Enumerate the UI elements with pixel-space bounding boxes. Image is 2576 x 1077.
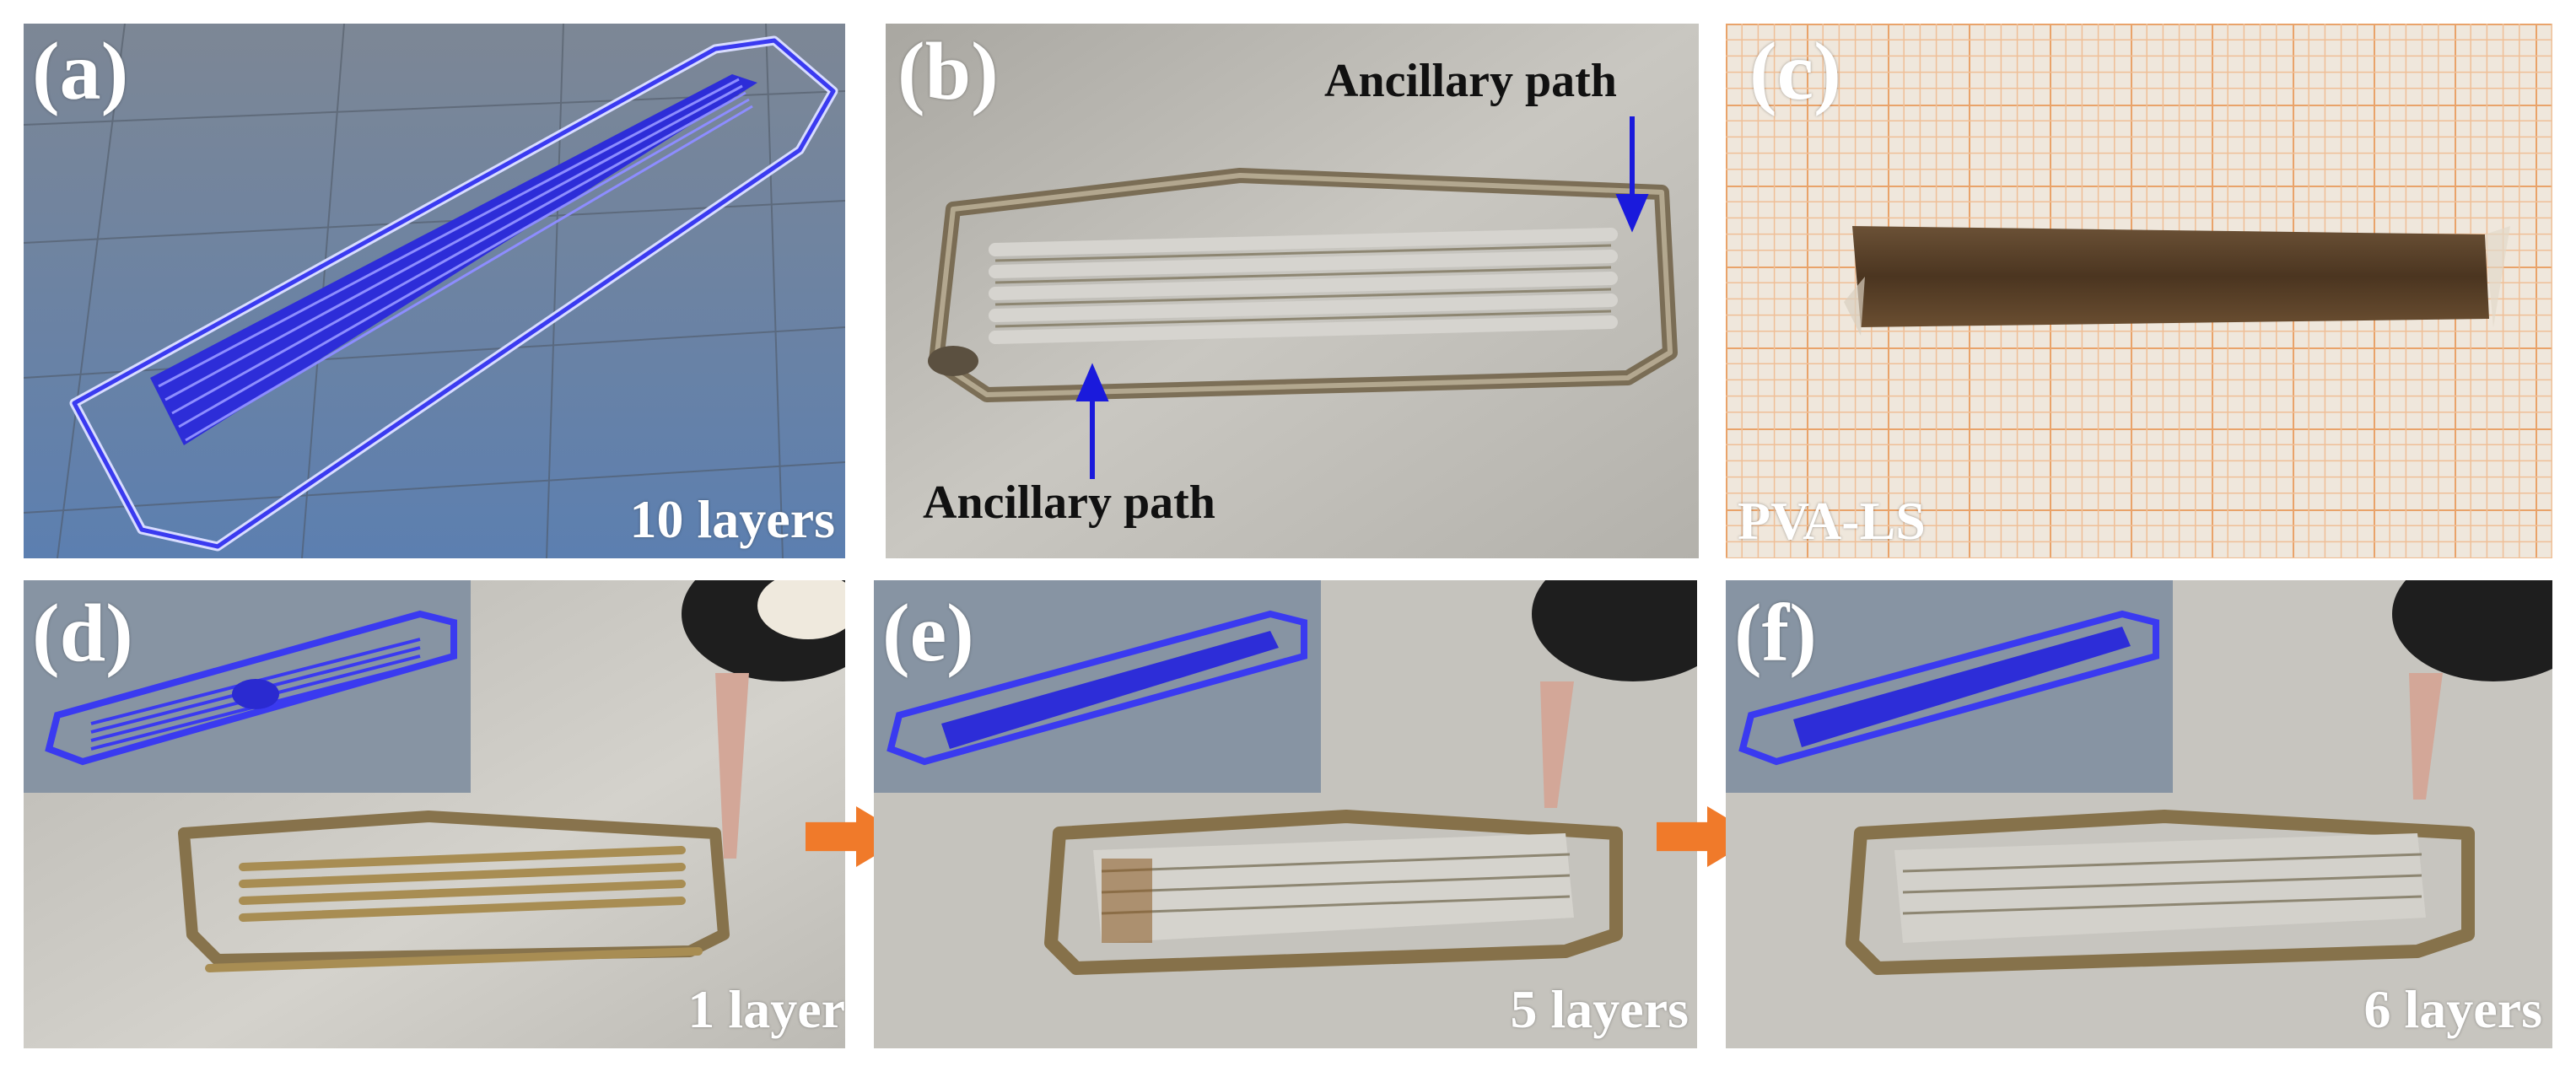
panel-a: (a) 10 layers xyxy=(24,24,845,558)
ancillary-path-bottom-annotation: Ancillary path xyxy=(923,477,1215,529)
cad-render-10-layers xyxy=(24,24,845,558)
panel-c-label: (c) xyxy=(1749,26,1841,117)
panel-a-caption: 10 layers xyxy=(629,489,836,549)
panel-c: (c) PVA-LS xyxy=(1726,24,2552,558)
panel-b: (b) Ancillary path Ancillary path xyxy=(886,24,1699,558)
panel-d-label: (d) xyxy=(32,588,133,679)
panel-f-cad-inset xyxy=(1726,580,2173,793)
pva-ls-sample-photo xyxy=(1726,24,2552,558)
panel-b-label: (b) xyxy=(897,26,999,117)
panel-d-cad-inset xyxy=(24,580,471,793)
panel-c-caption: PVA-LS xyxy=(1738,491,1926,551)
panel-f: (f) 6 layers xyxy=(1726,580,2552,1048)
panel-f-label: (f) xyxy=(1734,588,1817,679)
panel-e-caption: 5 layers xyxy=(1510,979,1689,1039)
panel-e-label: (e) xyxy=(882,588,974,679)
panel-d-caption: 1 layer xyxy=(687,979,845,1039)
panel-a-label: (a) xyxy=(32,26,129,117)
ancillary-path-top-annotation: Ancillary path xyxy=(1324,55,1617,107)
panel-f-caption: 6 layers xyxy=(2363,979,2543,1039)
panel-e-cad-inset xyxy=(874,580,1321,793)
panel-e: (e) 5 layers xyxy=(874,580,1697,1048)
panel-d: (d) 1 layer xyxy=(24,580,845,1048)
printed-sample-photo xyxy=(886,24,1699,558)
